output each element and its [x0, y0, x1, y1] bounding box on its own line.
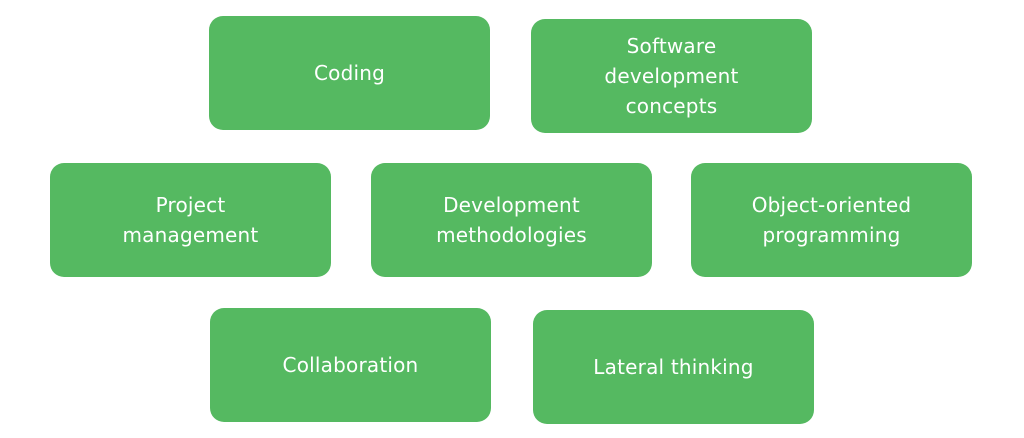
skill-box-software-development-concepts: Software development concepts — [531, 19, 812, 133]
skill-box-lateral-thinking: Lateral thinking — [533, 310, 814, 424]
skill-box-object-oriented-programming: Object-oriented programming — [691, 163, 972, 277]
skill-box-collaboration: Collaboration — [210, 308, 491, 422]
skill-box-development-methodologies: Development methodologies — [371, 163, 652, 277]
skill-box-project-management: Project management — [50, 163, 331, 277]
skill-box-coding: Coding — [209, 16, 490, 130]
